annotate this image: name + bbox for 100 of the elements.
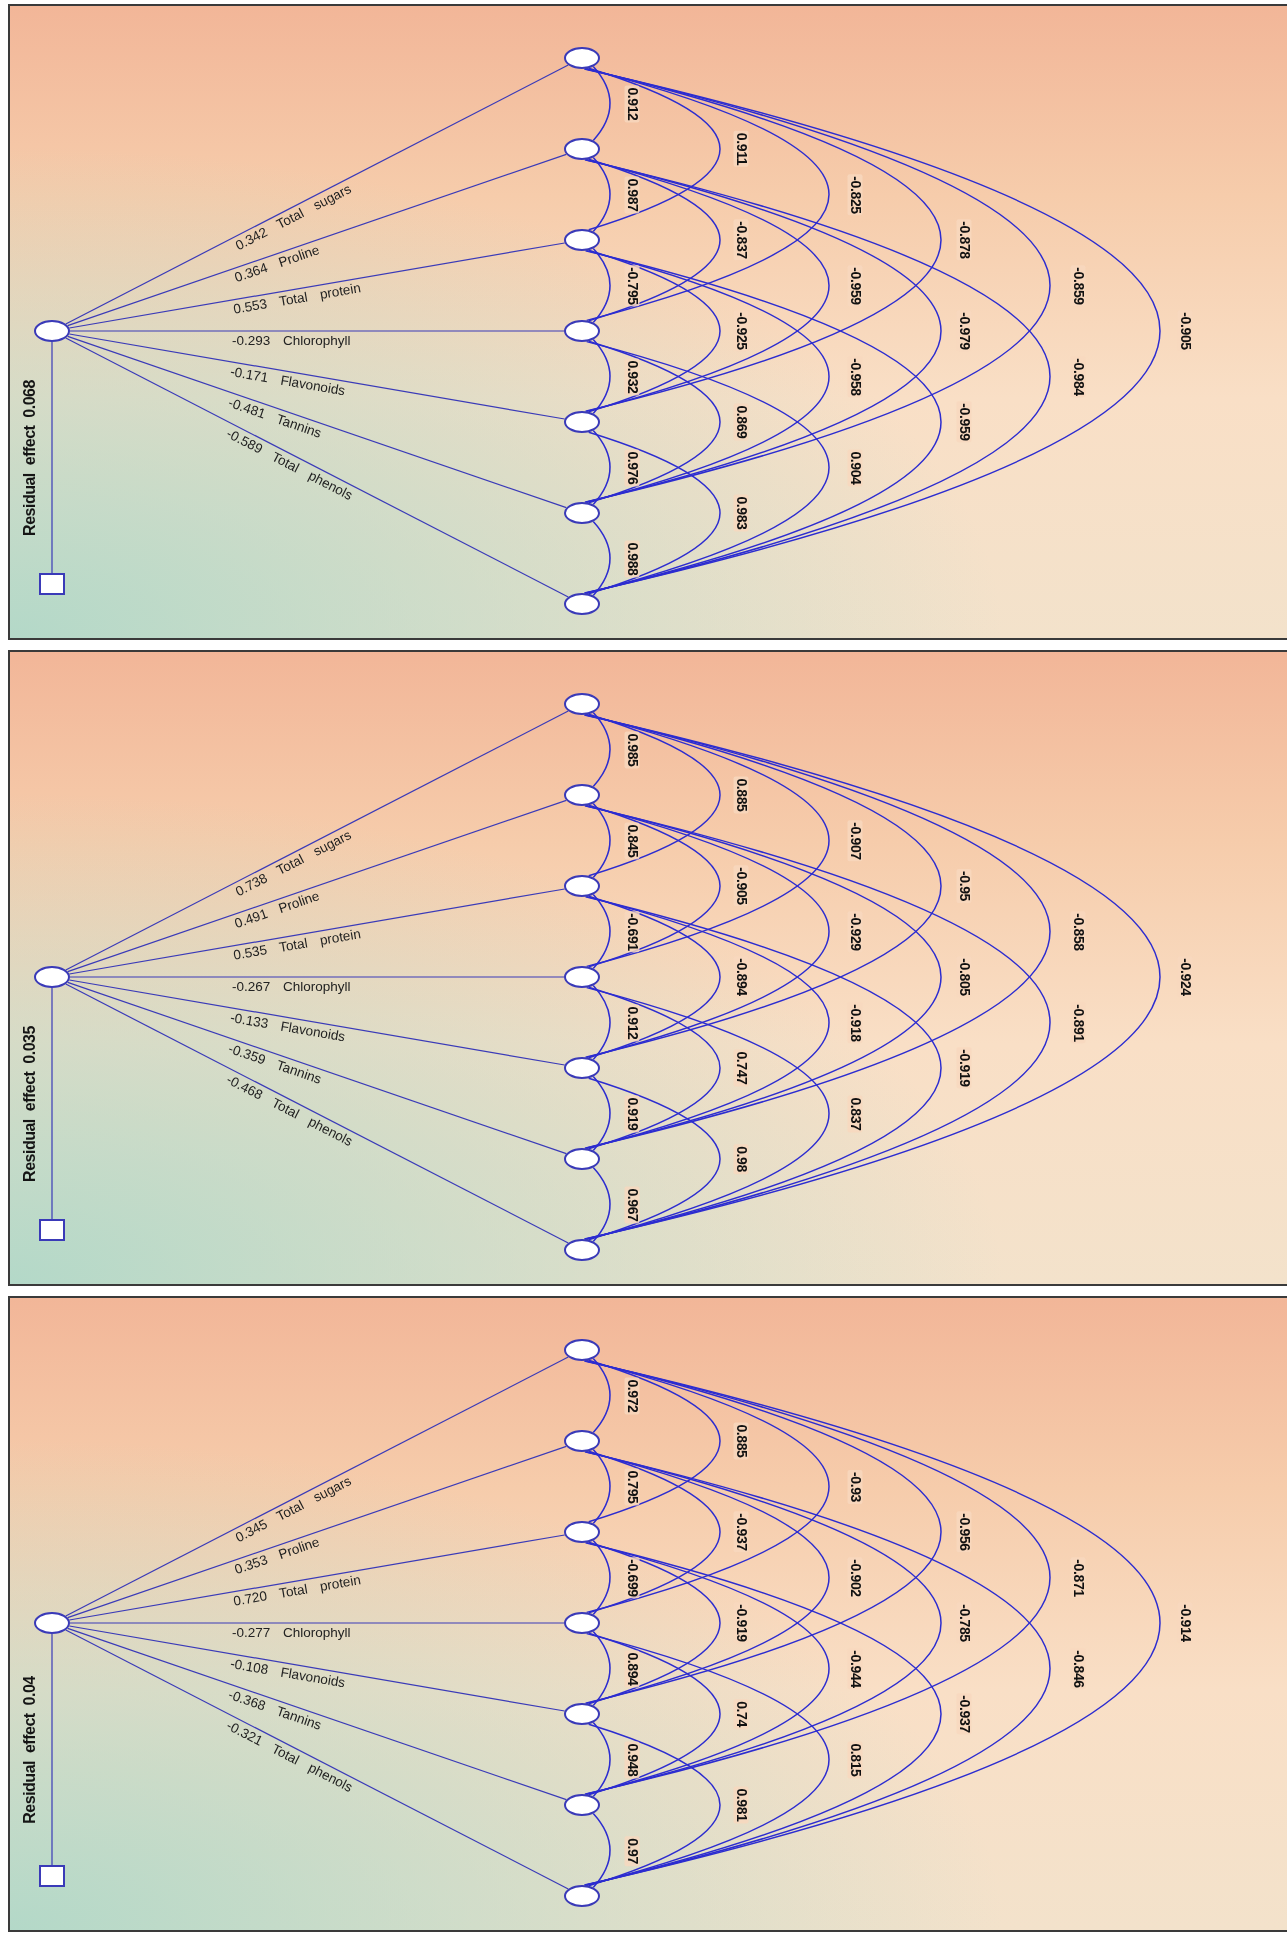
- correlation-arc: [588, 158, 721, 322]
- path-line: [68, 242, 566, 329]
- path-coefficient-label: -0.108 Flavonoids: [228, 1654, 347, 1691]
- path-line: [67, 335, 567, 509]
- correlation-arc: [592, 429, 611, 506]
- correlation-label: -0.891: [1070, 1001, 1086, 1044]
- variable-circle: [564, 1612, 600, 1634]
- path-line: [65, 710, 569, 971]
- correlation-arc: [584, 68, 942, 412]
- variable-circle: [564, 138, 600, 160]
- correlation-arc: [588, 986, 721, 1150]
- correlation-label: 0.976: [624, 449, 640, 486]
- variable-circle: [564, 502, 600, 524]
- correlation-arc: [588, 1541, 721, 1705]
- correlation-arc: [592, 156, 611, 233]
- correlation-label: 0.983: [733, 494, 749, 532]
- correlation-arc: [588, 340, 721, 504]
- correlation-arc: [588, 1450, 721, 1614]
- correlation-label: -0.95: [956, 869, 972, 903]
- correlation-label: 0.904: [847, 449, 863, 486]
- path-line: [68, 333, 566, 420]
- correlation-label: -0.905: [733, 865, 749, 907]
- correlation-label: 0.912: [624, 85, 640, 122]
- correlation-arc: [592, 1448, 611, 1525]
- correlation-arc: [588, 804, 721, 968]
- correlation-arc: [592, 984, 611, 1061]
- residual-square: [39, 1219, 65, 1241]
- correlation-label: 0.894: [624, 1650, 640, 1687]
- path-coefficient-label: -0.277 Chlorophyll: [232, 1624, 351, 1641]
- correlation-label: 0.948: [624, 1741, 640, 1778]
- path-line: [51, 341, 53, 574]
- correlation-arc: [588, 1077, 721, 1241]
- correlation-arc: [584, 159, 1051, 594]
- correlation-label: 0.985: [624, 731, 640, 768]
- correlation-label: 0.845: [624, 822, 640, 859]
- correlation-arc: [584, 1360, 1051, 1795]
- path-line: [67, 981, 567, 1155]
- correlation-label: -0.805: [956, 956, 972, 998]
- correlation-arc: [584, 714, 942, 1058]
- path-coefficient-label: -0.293 Chlorophyll: [232, 332, 351, 349]
- variable-circle: [564, 1339, 600, 1361]
- variable-circle: [34, 966, 70, 988]
- correlation-arc: [592, 247, 611, 324]
- path-line: [65, 1629, 569, 1890]
- variable-circle: [564, 693, 600, 715]
- variable-circle: [34, 320, 70, 342]
- correlation-arc: [584, 805, 1051, 1240]
- correlation-label: -0.925: [733, 310, 749, 352]
- correlation-arc: [592, 802, 611, 879]
- variable-circle: [34, 1612, 70, 1634]
- correlation-label: 0.74: [733, 1699, 749, 1729]
- correlation-arc: [584, 896, 942, 1240]
- path-coefficient-label: -0.133 Flavonoids: [228, 1008, 347, 1045]
- correlation-label: 0.981: [733, 1786, 749, 1824]
- correlation-label: -0.699: [624, 1556, 640, 1599]
- path-line: [65, 1356, 569, 1617]
- path-line: [67, 153, 567, 327]
- correlation-arc: [588, 1359, 721, 1523]
- correlation-label: 0.98: [733, 1144, 749, 1174]
- path-line: [67, 1445, 567, 1619]
- correlation-label: 0.795: [624, 1468, 640, 1505]
- variable-circle: [564, 1239, 600, 1261]
- correlation-label: -0.937: [956, 1693, 972, 1735]
- correlation-label: 0.869: [733, 403, 749, 441]
- correlation-label: 0.967: [624, 1186, 640, 1223]
- correlation-label: -0.858: [1070, 910, 1086, 953]
- correlation-label: 0.919: [624, 1095, 640, 1132]
- correlation-label: -0.919: [733, 1602, 749, 1644]
- correlation-arc: [592, 1630, 611, 1707]
- path-line: [67, 1627, 567, 1801]
- correlation-label: -0.878: [956, 219, 972, 261]
- correlation-label: 0.815: [847, 1741, 863, 1778]
- correlation-arc: [584, 68, 1051, 503]
- correlation-label: -0.907: [847, 819, 863, 862]
- correlation-arc: [592, 1539, 611, 1616]
- correlation-arc: [584, 714, 1051, 1149]
- correlation-label: 0.97: [624, 1835, 640, 1866]
- variable-circle: [564, 1885, 600, 1907]
- correlation-arc: [583, 1360, 1161, 1886]
- path-line: [65, 337, 569, 598]
- variable-circle: [564, 47, 600, 69]
- variable-circle: [564, 1794, 600, 1816]
- path-line: [68, 888, 566, 975]
- correlation-label: -0.846: [1070, 1647, 1086, 1690]
- correlation-label: -0.859: [1070, 264, 1086, 307]
- residual-effect-label: Residual effect 0.068: [21, 379, 39, 536]
- correlation-label: -0.919: [956, 1047, 972, 1089]
- correlation-label: 0.885: [733, 1422, 749, 1460]
- variable-circle: [564, 966, 600, 988]
- variable-circle: [564, 1057, 600, 1079]
- correlation-arc: [592, 520, 611, 597]
- correlation-label: 0.747: [733, 1049, 749, 1087]
- variable-circle: [564, 411, 600, 433]
- correlation-arc: [592, 1812, 611, 1889]
- path-line: [51, 1633, 53, 1866]
- correlation-arc: [584, 1542, 942, 1886]
- correlation-label: 0.932: [624, 358, 640, 395]
- correlation-label: -0.944: [847, 1647, 863, 1690]
- correlation-arc: [592, 711, 611, 788]
- correlation-label: 0.837: [847, 1095, 863, 1132]
